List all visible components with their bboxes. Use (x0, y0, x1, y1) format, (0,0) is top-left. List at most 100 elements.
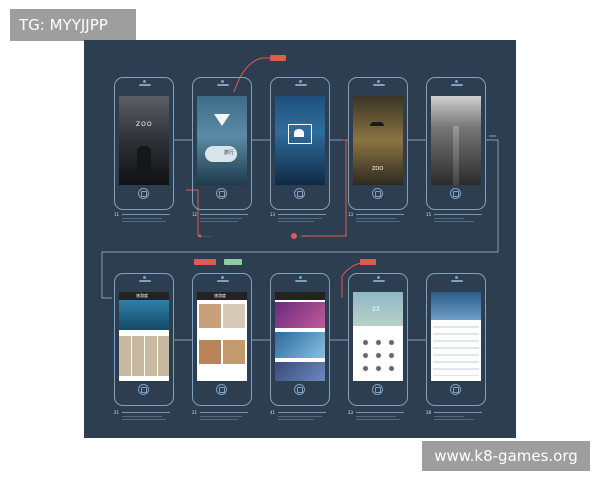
grid-thumbs (119, 336, 169, 376)
camera-dot (455, 276, 458, 279)
caption-text-line (200, 412, 248, 413)
screen-paraglider: ZOO (353, 96, 403, 185)
home-button (450, 384, 461, 395)
home-button (294, 188, 305, 199)
cloud-shape (205, 146, 237, 162)
camera-dot (377, 276, 380, 279)
figure-silhouette (137, 146, 151, 174)
caption-text-line (434, 416, 464, 417)
caption-text-line (278, 221, 314, 222)
caption-number: 12 (192, 212, 198, 217)
phone-screen-1: ZOO (114, 77, 174, 210)
screen-weather-icons: 23 (353, 292, 403, 381)
app-title: 旅游度 (136, 293, 148, 298)
caption-text-line (356, 412, 404, 413)
weather-header (353, 292, 403, 326)
caption-number: 11 (114, 212, 120, 217)
speaker (139, 280, 151, 282)
caption-number: 13 (348, 212, 354, 217)
app-header (197, 292, 247, 300)
caption-text-line (200, 214, 248, 215)
camera-dot (299, 80, 302, 83)
speaker (451, 84, 463, 86)
flow-badge-right (360, 259, 376, 265)
caption-text-line (122, 218, 162, 219)
caption-text-line (356, 214, 404, 215)
caption-text-line (122, 416, 162, 417)
camera-dot (455, 80, 458, 83)
splash-logo: ZOO (136, 121, 153, 128)
caption-number: 23 (348, 410, 354, 415)
home-button (216, 384, 227, 395)
food-image-1 (199, 304, 221, 328)
speaker (373, 280, 385, 282)
phone-screen-9: 23 (348, 273, 408, 406)
home-button (372, 384, 383, 395)
home-button (372, 188, 383, 199)
phone-screen-4: ZOO (348, 77, 408, 210)
caption-text-line (356, 221, 400, 222)
speaker (217, 280, 229, 282)
hotel-image-1 (275, 302, 325, 328)
hotel-image-2 (275, 332, 325, 358)
caption-number: 15 (426, 212, 432, 217)
caption-text-line (434, 218, 464, 219)
phone-screen-8 (270, 273, 330, 406)
camera-dot (299, 276, 302, 279)
flow-note-1: ——— (202, 234, 211, 238)
rail-track (453, 126, 459, 185)
flow-badge-green (224, 259, 242, 265)
camera-dot (143, 276, 146, 279)
phone-screen-2: 旅行 (192, 77, 252, 210)
hero-image (119, 300, 169, 330)
caption-text-line (434, 419, 474, 420)
travel-label: 旅行 (224, 150, 235, 156)
phone-screen-6: 旅游度 (114, 273, 174, 406)
caption-text-line (200, 221, 238, 222)
caption-text-line (200, 416, 242, 417)
camera-dot (143, 80, 146, 83)
caption-number: 21 (192, 410, 198, 415)
home-button (216, 188, 227, 199)
caption-text-line (122, 221, 166, 222)
home-button (450, 188, 461, 199)
food-image-4 (223, 340, 245, 364)
screen-railway (431, 96, 481, 185)
speaker (373, 84, 385, 86)
flow-note-2: ——— (300, 234, 309, 238)
caption-text-line (278, 419, 314, 420)
paraglider-icon (370, 122, 384, 126)
caption-text-line (278, 412, 326, 413)
caption-text-line (122, 412, 170, 413)
photo-frame (288, 124, 312, 144)
app-header (119, 292, 169, 300)
food-image-3 (199, 340, 221, 364)
caption-text-line (122, 214, 170, 215)
camera-dot (221, 80, 224, 83)
corner-tag: TG: MYYJJPP (10, 9, 136, 41)
home-button (294, 384, 305, 395)
caption-number: 28 (426, 410, 432, 415)
app-header (275, 292, 325, 300)
app-title: 旅游度 (214, 293, 226, 298)
home-button (138, 384, 149, 395)
phone-screen-7: 旅游度 (192, 273, 252, 406)
flow-badge-left (194, 259, 216, 265)
caption-text-line (122, 419, 166, 420)
screen-ocean (275, 96, 325, 185)
comment-list (433, 326, 479, 376)
screen-splash: ZOO (119, 96, 169, 185)
caption-text-line (434, 412, 482, 413)
caption-number: 13 (270, 212, 276, 217)
watermark: www.k8-games.org (422, 441, 590, 471)
speaker (217, 84, 229, 86)
screen-hotel-list (275, 292, 325, 381)
caption-text-line (356, 218, 396, 219)
caption-text-line (434, 214, 482, 215)
wireframe-board: ——— ——— ZOO 旅行 ZOO (84, 40, 516, 438)
weather-temp: 23 (372, 306, 380, 313)
phone-screen-3 (270, 77, 330, 210)
phone-screen-5 (426, 77, 486, 210)
caption-text-line (434, 221, 474, 222)
triangle-badge (214, 114, 230, 126)
